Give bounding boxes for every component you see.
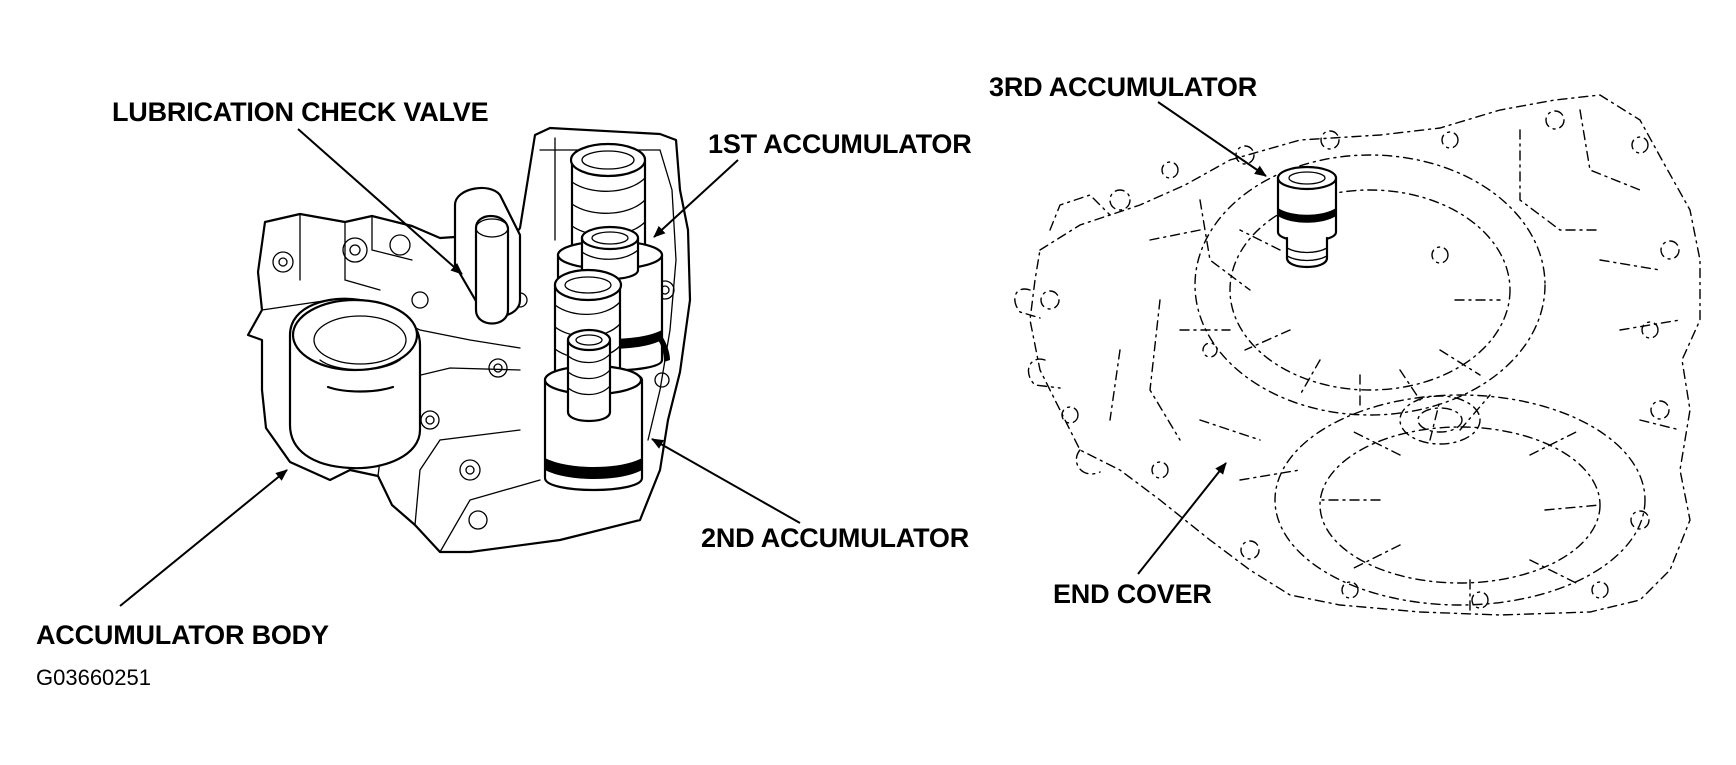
accumulator-body-drawing <box>246 126 692 554</box>
label-end-cover: END COVER <box>1053 579 1212 609</box>
label-first-accumulator: 1ST ACCUMULATOR <box>708 129 972 159</box>
leader-lubrication-check-valve <box>297 128 463 275</box>
figure-code: G03660251 <box>36 665 151 690</box>
label-second-accumulator: 2ND ACCUMULATOR <box>701 523 969 553</box>
label-third-accumulator: 3RD ACCUMULATOR <box>989 72 1257 102</box>
leader-third-accumulator <box>1157 101 1267 177</box>
leader-accumulator-body <box>119 469 288 607</box>
label-lubrication-check-valve: LUBRICATION CHECK VALVE <box>112 97 489 127</box>
leader-lines <box>119 101 1267 607</box>
end-cover-drawing <box>1014 94 1701 616</box>
leader-first-accumulator <box>653 159 739 238</box>
leader-end-cover <box>1137 462 1227 575</box>
leader-second-accumulator <box>651 438 801 524</box>
label-accumulator-body: ACCUMULATOR BODY <box>36 620 329 650</box>
